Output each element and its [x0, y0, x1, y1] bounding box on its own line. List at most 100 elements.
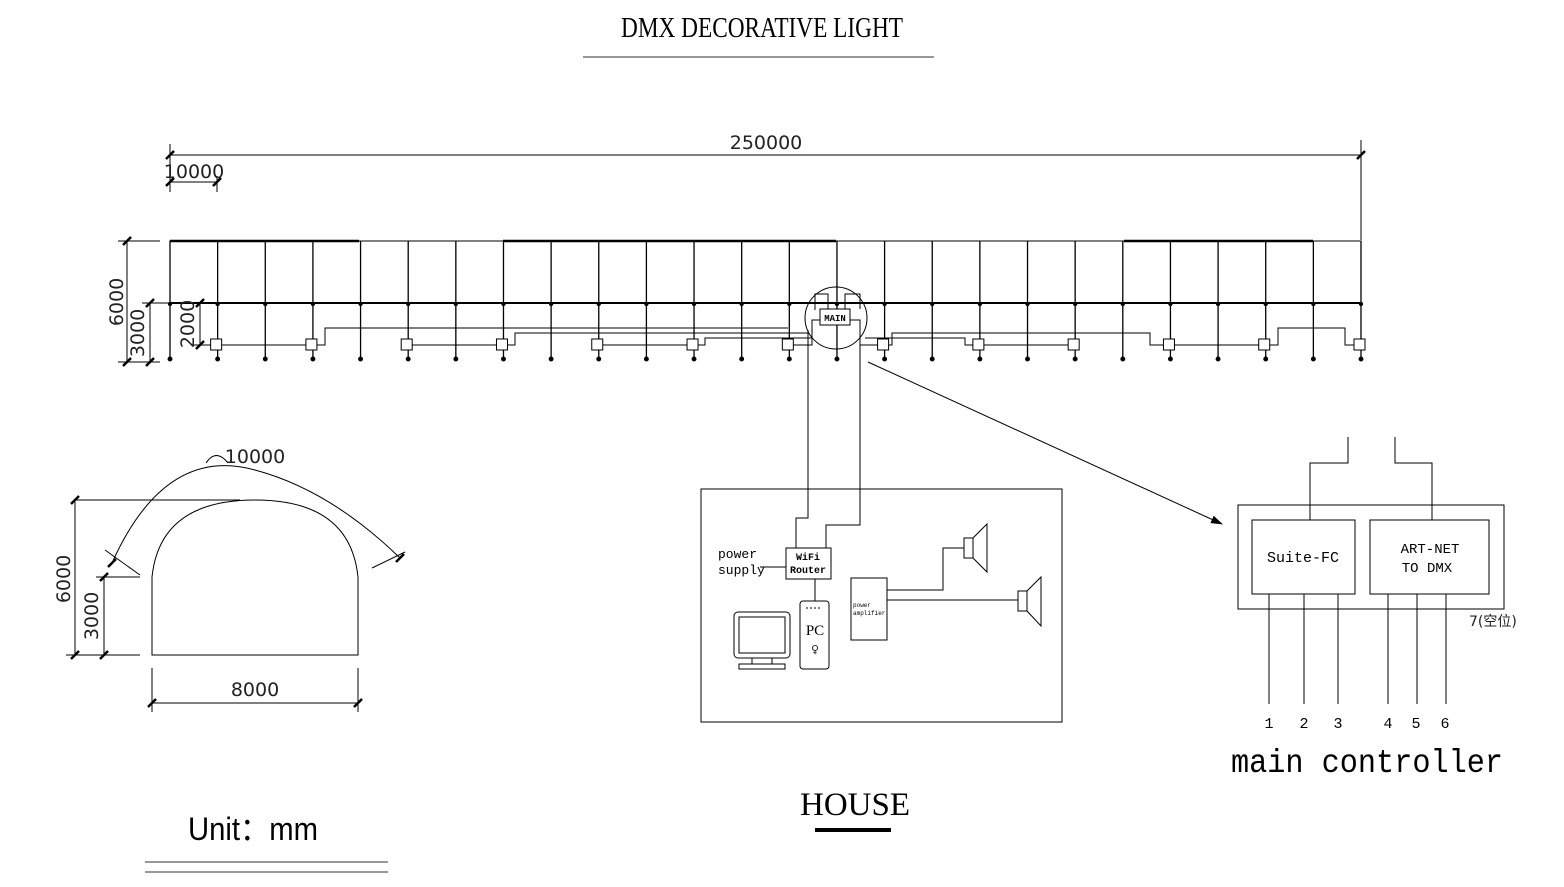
light-node [834, 356, 840, 362]
amplifier-label-2: amplifier [853, 610, 886, 617]
light-node [882, 301, 887, 307]
dmx-decoder-box [877, 338, 890, 351]
light-node [1215, 301, 1221, 307]
light-node [882, 356, 888, 362]
light-node [596, 356, 602, 362]
light-node [453, 301, 458, 307]
arch-width-label: 8000 [231, 679, 279, 701]
light-node [596, 301, 601, 307]
light-node [691, 356, 697, 362]
pin-label-2: 2 [1299, 716, 1308, 733]
speaker-icon-1 [963, 522, 988, 574]
light-node [358, 356, 364, 362]
light-node [1025, 356, 1030, 362]
dmx-decoder-box [1258, 338, 1271, 351]
dmx-decoder-box [1162, 338, 1175, 351]
light-node [834, 301, 840, 307]
main-controller-detail [1237, 437, 1505, 704]
pin-label-1: 1 [1264, 716, 1273, 733]
pin-label-4: 4 [1383, 716, 1392, 733]
unit-block: Unit：mm [145, 811, 388, 873]
main-box [819, 308, 851, 326]
total-length-dimension [165, 140, 1366, 240]
light-node [215, 301, 220, 307]
arch-arc-dimension [111, 465, 401, 564]
router-label-1: WiFi [796, 552, 820, 564]
page-title: DMX DECORATIVE LIGHT [621, 13, 903, 44]
light-node [643, 356, 649, 362]
light-node [929, 356, 935, 362]
power-supply-label-1: power [718, 547, 757, 562]
main-callout-circle [804, 286, 868, 350]
arch-height-total-label: 6000 [53, 555, 75, 603]
light-node [548, 356, 554, 362]
suite-fc-label: Suite-FC [1267, 550, 1339, 567]
dmx-decoder-box [686, 338, 699, 351]
segment-length-dimension [165, 176, 222, 192]
light-node [1167, 356, 1173, 362]
light-node [1263, 301, 1268, 307]
dmx-decoder-box [495, 338, 508, 351]
pin-label-3: 3 [1333, 716, 1342, 733]
dmx-decoder-box [1067, 338, 1080, 351]
dmx-decoder-box [210, 338, 223, 351]
controller-title: main controller [1231, 745, 1503, 782]
light-node [1310, 356, 1316, 362]
light-node [167, 356, 173, 362]
total-length-label: 250000 [730, 132, 803, 154]
monitor-icon [733, 611, 791, 670]
router-label-2: Router [790, 566, 826, 577]
house-feed-lines [795, 330, 861, 548]
light-node [453, 356, 459, 362]
light-node [977, 356, 983, 362]
light-plan: 250000 10000 [106, 132, 1366, 548]
light-node [644, 301, 649, 307]
light-node [1072, 356, 1078, 362]
dmx-decoder-boxes [210, 338, 1366, 351]
pc-label: PC [806, 623, 824, 639]
dmx-decoder-box [972, 338, 985, 351]
title-block: DMX DECORATIVE LIGHT [583, 13, 934, 58]
plan-height-dimensions [118, 236, 212, 367]
light-node [739, 301, 744, 307]
artnet-label-1: ART-NET [1401, 542, 1460, 558]
light-node [1168, 301, 1173, 307]
power-supply-label-2: supply [718, 563, 765, 578]
plan-height-total-label: 6000 [106, 278, 128, 326]
light-node [1120, 356, 1126, 362]
callout-arrow [867, 361, 1223, 525]
dmx-decoder-box [781, 338, 794, 351]
power-amplifier-box [850, 577, 888, 641]
house-title: HOUSE [800, 787, 910, 823]
arch-section [66, 455, 406, 712]
unit-label: Unit：mm [188, 811, 318, 847]
light-node [1358, 356, 1364, 362]
dmx-decoder-box [1353, 338, 1366, 351]
artnet-label-2: TO DMX [1402, 561, 1453, 577]
light-node [215, 356, 221, 362]
light-node [310, 301, 316, 307]
light-node [1025, 301, 1030, 307]
arc-symbol [205, 455, 229, 464]
amplifier-label-1: power [853, 602, 871, 609]
wifi-router-box [785, 547, 832, 580]
house-block [700, 488, 1063, 723]
light-node [406, 301, 411, 307]
light-posts [167, 241, 1364, 362]
light-node [977, 301, 983, 307]
light-node [1073, 301, 1078, 307]
arch-arc-label: 10000 [225, 446, 285, 468]
plan-height-wire-label: 2000 [177, 300, 199, 348]
pin-label-6: 6 [1440, 716, 1449, 733]
light-node [548, 301, 554, 307]
light-node [1358, 301, 1364, 307]
light-node [501, 301, 506, 307]
light-node [1263, 356, 1269, 362]
segment-length-label: 10000 [164, 161, 224, 183]
light-node [691, 301, 697, 307]
pin-7-label: 7(空位) [1469, 614, 1517, 630]
controller-outer-frame [1237, 504, 1505, 610]
light-node [930, 301, 935, 307]
light-node [263, 301, 268, 307]
